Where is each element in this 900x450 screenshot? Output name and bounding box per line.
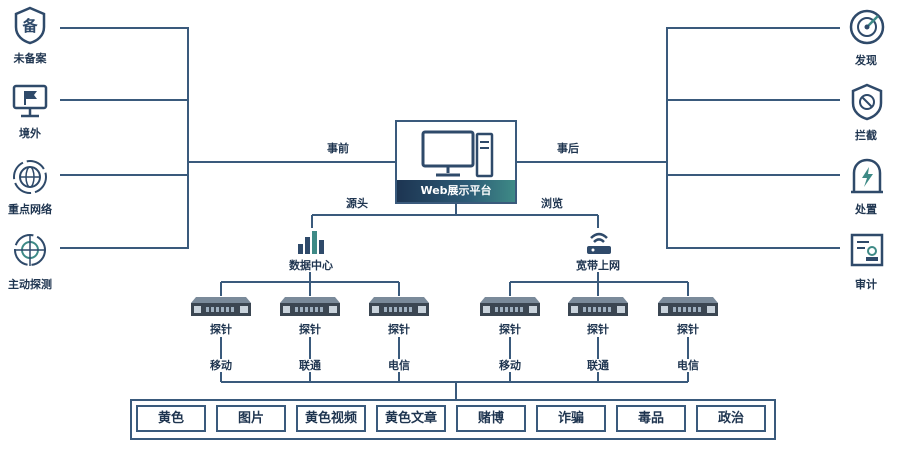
lightning-icon <box>851 158 883 194</box>
right-label-audit: 审计 <box>853 278 879 291</box>
server-probe-icon <box>658 297 718 316</box>
platform-title: Web展示平台 <box>397 180 515 202</box>
desktop-computer-icon <box>421 130 494 178</box>
probe-label: 探针 <box>297 323 323 336</box>
category-item: 赌博 <box>456 405 526 432</box>
category-item: 图片 <box>216 405 286 432</box>
radar-icon <box>849 9 885 45</box>
right-label-discover: 发现 <box>853 54 879 67</box>
crosshair-icon <box>14 234 46 266</box>
server-probe-icon <box>568 297 628 316</box>
server-probe-icon <box>369 297 429 316</box>
edge-label-after: 事后 <box>555 142 581 155</box>
left-label-key-network: 重点网络 <box>6 203 54 216</box>
beian-icon: 备 <box>14 6 46 45</box>
left-label-overseas: 境外 <box>17 127 43 140</box>
edge-label-browse: 浏览 <box>539 197 565 210</box>
edge-label-before: 事前 <box>325 142 351 155</box>
hub-label-broadband: 宽带上网 <box>574 259 622 272</box>
probe-label: 探针 <box>497 323 523 336</box>
probe-label: 探针 <box>675 323 701 336</box>
server-probe-icon <box>280 297 340 316</box>
right-label-intercept: 拦截 <box>853 129 879 142</box>
carrier-label: 移动 <box>497 359 523 372</box>
category-item: 黄色 <box>136 405 206 432</box>
hub-label-datacenter: 数据中心 <box>287 259 335 272</box>
carrier-label: 移动 <box>208 359 234 372</box>
edge-label-source: 源头 <box>344 197 370 210</box>
block-icon <box>851 83 883 121</box>
probe-label: 探针 <box>585 323 611 336</box>
left-label-active-probe: 主动探测 <box>6 278 54 291</box>
category-item: 黄色视频 <box>296 405 366 432</box>
category-item: 毒品 <box>616 405 686 432</box>
globe-icon <box>13 160 47 194</box>
left-label-unregistered: 未备案 <box>11 52 49 65</box>
svg-text:备: 备 <box>21 17 38 35</box>
right-label-handle: 处置 <box>853 203 879 216</box>
category-item: 诈骗 <box>536 405 606 432</box>
server-probe-icon <box>191 297 251 316</box>
carrier-label: 电信 <box>675 359 701 372</box>
carrier-label: 联通 <box>585 359 611 372</box>
audit-icon <box>850 233 884 267</box>
probe-label: 探针 <box>386 323 412 336</box>
probe-label: 探针 <box>208 323 234 336</box>
server-probe-icon <box>480 297 540 316</box>
category-item: 政治 <box>696 405 766 432</box>
wifi-router-icon <box>587 232 611 254</box>
category-item: 黄色文章 <box>376 405 446 432</box>
web-platform-node: Web展示平台 <box>395 120 517 204</box>
carrier-label: 联通 <box>297 359 323 372</box>
bar-chart-icon <box>298 231 324 254</box>
flag-monitor-icon <box>12 84 48 118</box>
carrier-label: 电信 <box>386 359 412 372</box>
